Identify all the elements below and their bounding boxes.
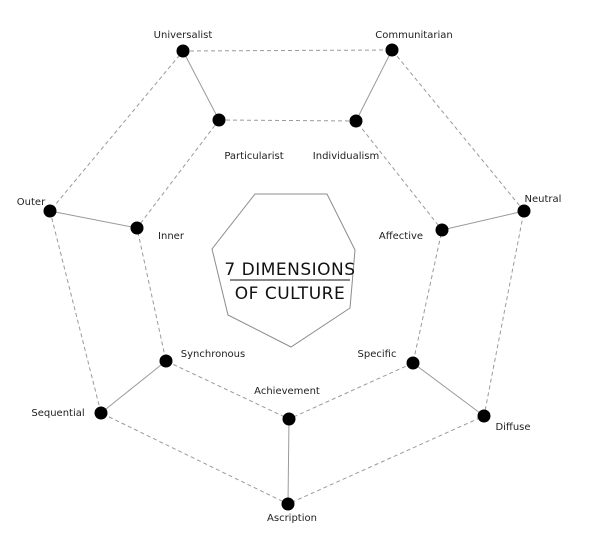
label-diffuse: Diffuse	[495, 422, 530, 433]
node-particularist	[212, 113, 226, 127]
node-achievement	[282, 412, 296, 426]
label-inner: Inner	[158, 231, 185, 242]
label-universalist: Universalist	[154, 30, 213, 41]
label-achievement: Achievement	[254, 386, 320, 397]
label-affective: Affective	[379, 231, 423, 242]
center-title-line2: OF CULTURE	[235, 284, 345, 304]
label-specific: Specific	[358, 349, 397, 360]
connector-lines	[49, 49, 525, 505]
center-title-line1: 7 DIMENSIONS	[224, 260, 355, 280]
node-communitarian	[385, 43, 399, 57]
label-synchronous: Synchronous	[181, 349, 245, 360]
node-sequential	[94, 406, 108, 420]
inner-nodes	[130, 113, 449, 426]
label-communitarian: Communitarian	[375, 30, 452, 41]
node-synchronous	[159, 354, 173, 368]
node-affective	[435, 223, 449, 237]
node-specific	[406, 356, 420, 370]
label-neutral: Neutral	[525, 194, 562, 205]
node-diffuse	[477, 409, 491, 423]
label-sequential: Sequential	[31, 408, 84, 419]
label-particularist: Particularist	[224, 151, 283, 162]
node-inner	[130, 221, 144, 235]
inner-ring	[136, 119, 443, 420]
node-ascription	[281, 497, 295, 511]
center-heptagon	[211, 193, 356, 348]
label-outer: Outer	[17, 197, 46, 208]
node-neutral	[517, 204, 531, 218]
label-ascription: Ascription	[267, 513, 317, 524]
label-individualism: Individualism	[313, 151, 379, 162]
outer-nodes	[43, 43, 531, 511]
node-universalist	[176, 44, 190, 58]
node-individualism	[349, 114, 363, 128]
node-outer	[43, 204, 57, 218]
